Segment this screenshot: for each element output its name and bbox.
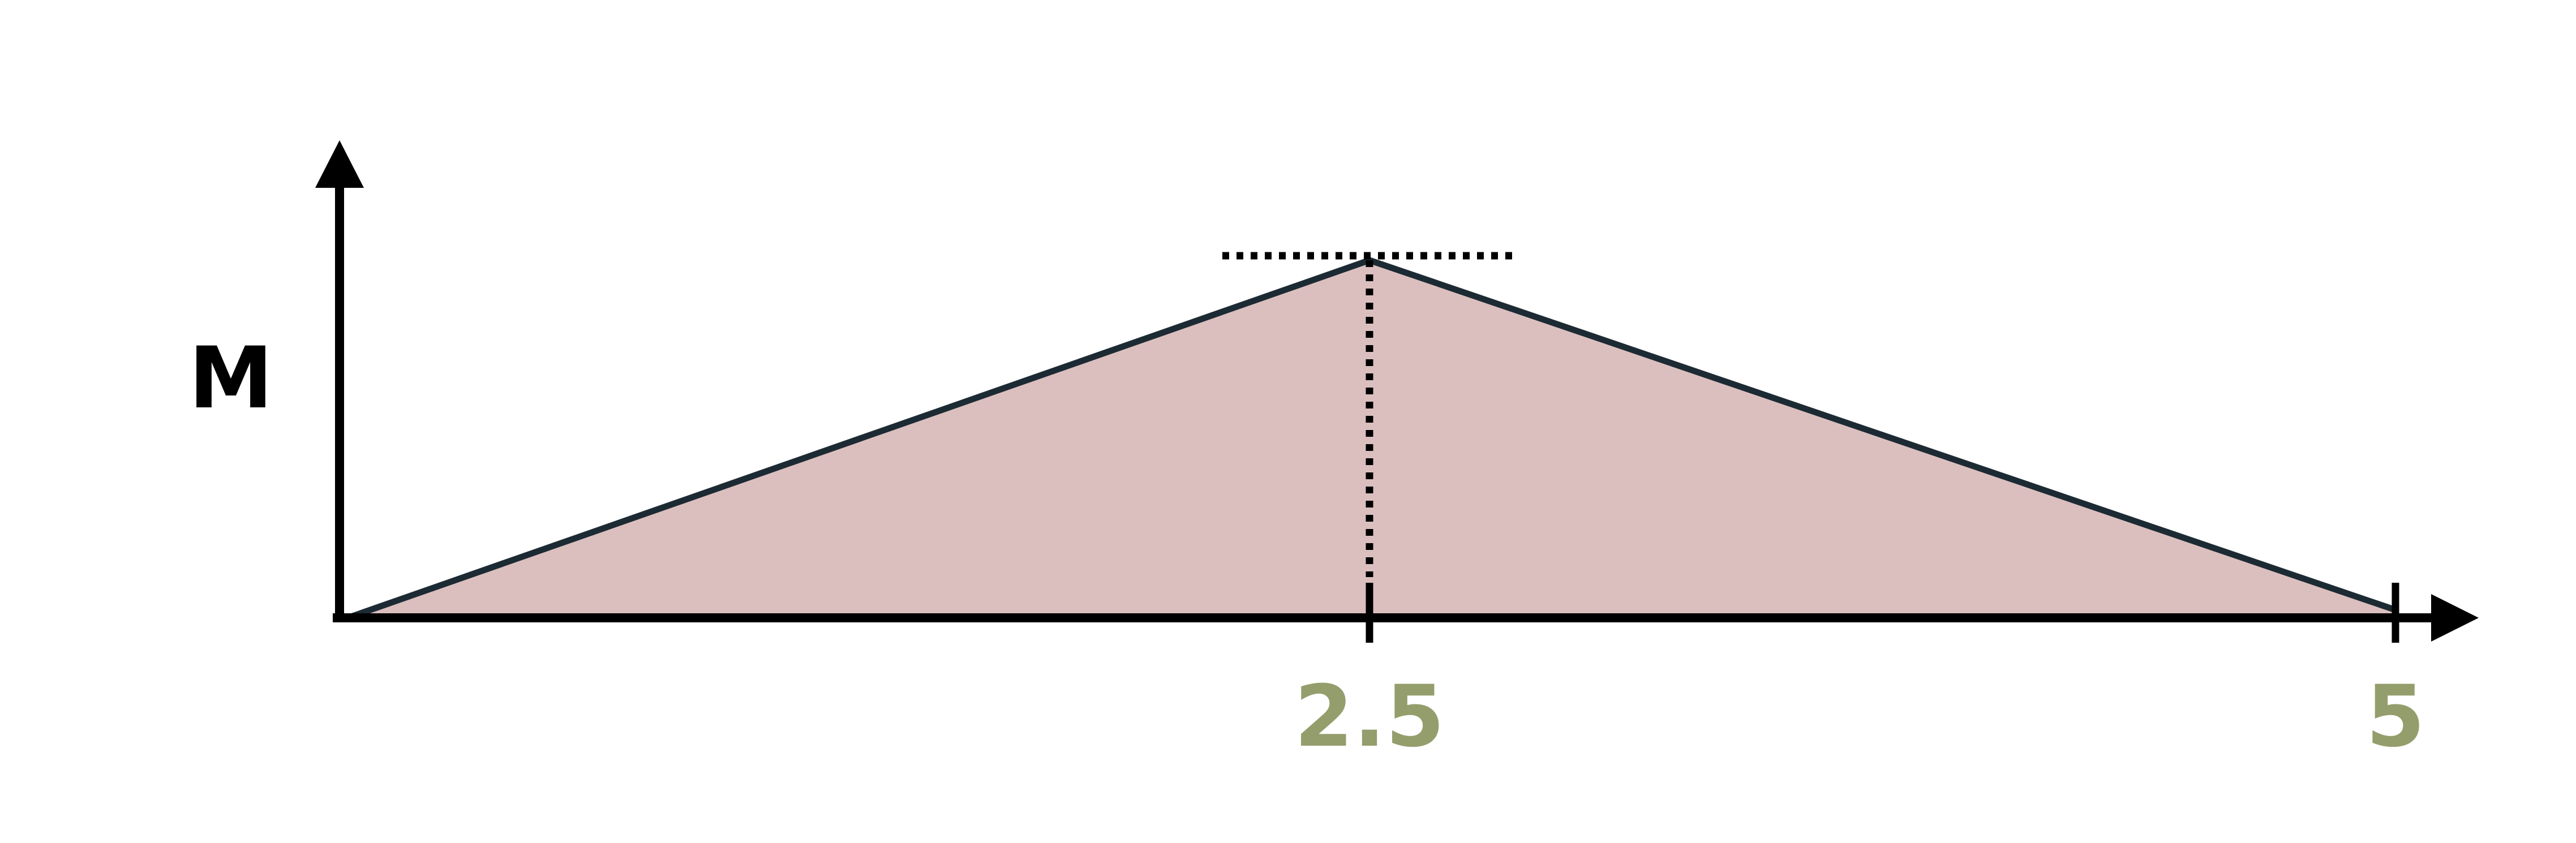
x-tick-label-5: 5 bbox=[2366, 668, 2425, 766]
y-axis-label: M bbox=[188, 329, 273, 428]
moment-area bbox=[351, 260, 2394, 617]
x-axis-arrowhead bbox=[2431, 594, 2479, 642]
x-tick-label-2.5: 2.5 bbox=[1294, 668, 1445, 766]
y-axis-arrowhead bbox=[315, 140, 364, 188]
